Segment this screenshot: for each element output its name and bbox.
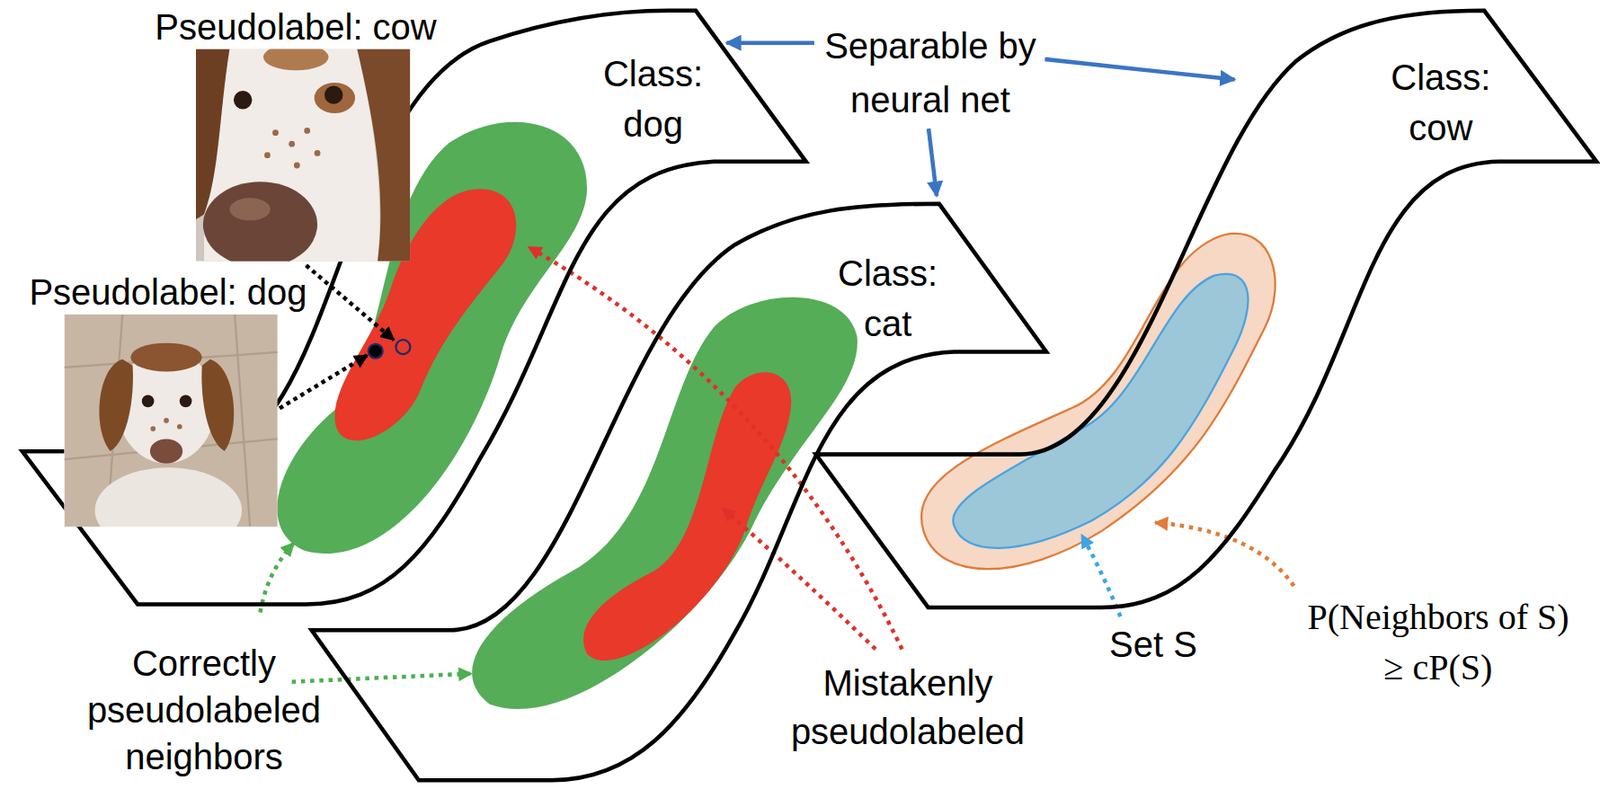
data-point	[395, 339, 410, 355]
dog-photo	[64, 314, 278, 527]
data-point	[368, 344, 383, 359]
pseudolabel-caption: Pseudolabel: cow	[154, 5, 437, 49]
separable-arrow	[726, 40, 815, 45]
leader-line	[1155, 523, 1294, 587]
separable-arrow	[1044, 59, 1235, 80]
manifold-path	[311, 204, 1046, 781]
class-name: Class: cow	[1377, 52, 1504, 153]
set-region	[952, 274, 1248, 549]
pseudolabel-caption: Pseudolabel: dog	[28, 270, 307, 314]
class-name: Class: cat	[825, 248, 952, 349]
leader-line	[722, 508, 876, 650]
embedding-arrow	[279, 355, 368, 409]
annotation-label: Mistakenly pseudolabeled	[777, 658, 1039, 756]
class-name: Class: dog	[590, 48, 717, 150]
dog-photo	[195, 49, 410, 262]
set-label: Set S	[1109, 622, 1198, 667]
separable-arrow	[928, 128, 937, 196]
leader-line	[1081, 534, 1120, 617]
expansion-formula: P(Neighbors of S) ≥ cP(S)	[1300, 592, 1576, 694]
neighbor-region	[921, 233, 1276, 569]
leader-line	[528, 247, 902, 650]
annotation-label: Separable by neural net	[804, 18, 1057, 127]
leader-line	[292, 674, 472, 683]
manifold-path	[22, 9, 807, 605]
annotation-label: Correctly pseudolabeled neighbors	[73, 640, 335, 781]
embedding-arrow	[306, 265, 395, 340]
